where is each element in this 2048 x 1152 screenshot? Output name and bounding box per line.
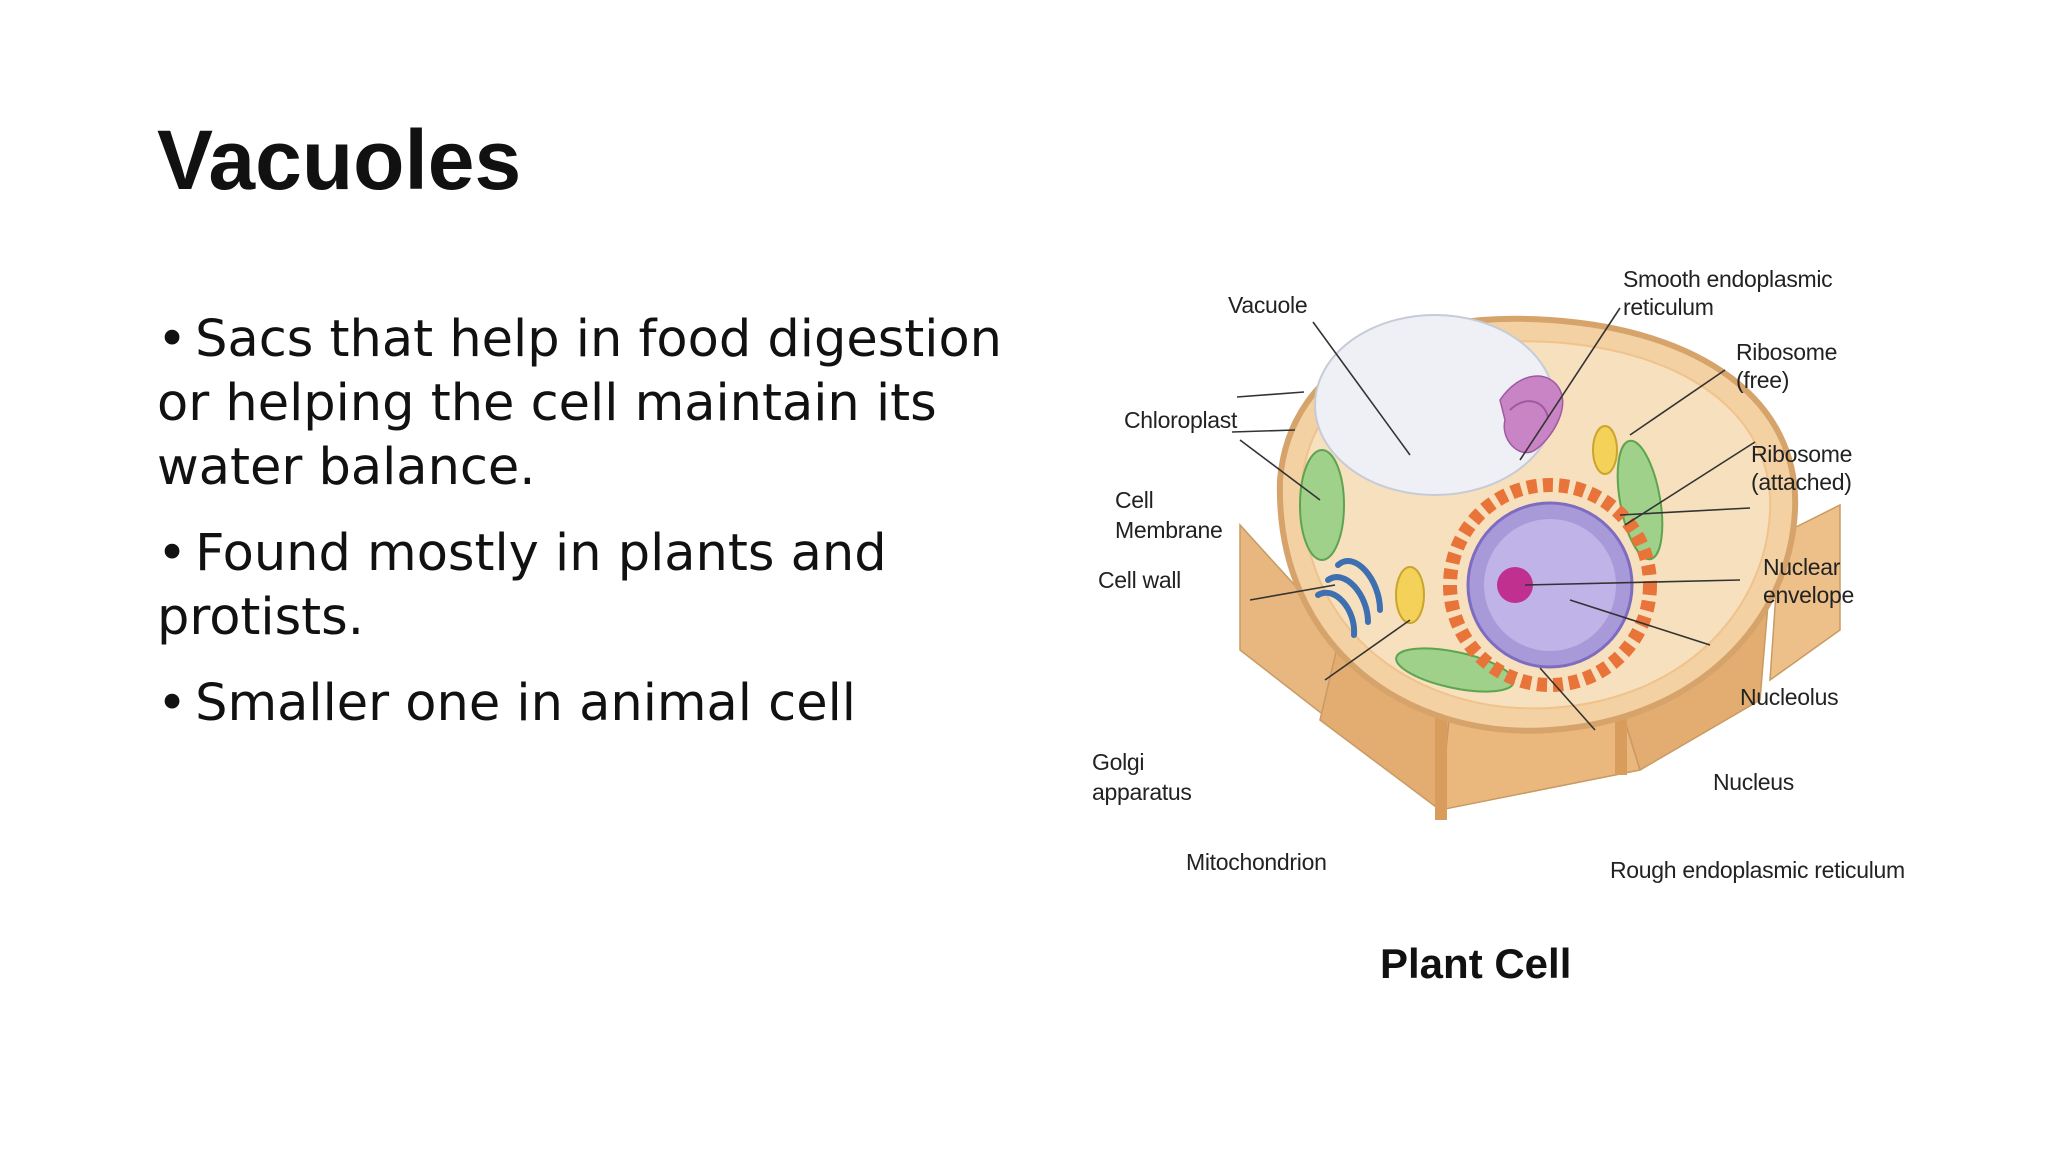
- figure-caption: Plant Cell: [1380, 940, 1571, 987]
- label-cell-membrane: Cell: [1115, 487, 1153, 513]
- label-chloroplast: Chloroplast: [1124, 407, 1238, 433]
- label-nucleolus: Nucleolus: [1740, 684, 1838, 710]
- bullet-text: Smaller one in animal cell: [195, 674, 856, 733]
- label-rough-er: Rough endoplasmic reticulum: [1610, 857, 1905, 883]
- label-ribosome-attached: (attached): [1751, 469, 1852, 495]
- label-golgi-apparatus: Golgi: [1092, 749, 1144, 775]
- bullet-item: •Sacs that help in food digestion or hel…: [157, 308, 1017, 500]
- label-ribosome-attached: Ribosome: [1751, 441, 1852, 467]
- leader-lines: [1231, 307, 1756, 731]
- slide-title: Vacuoles: [157, 113, 522, 207]
- label-cell-membrane: Membrane: [1115, 517, 1223, 543]
- label-ribosome-free: (free): [1736, 367, 1789, 393]
- bullet-dot-icon: •: [157, 310, 188, 369]
- label-nuclear-envelope: Nuclear: [1763, 554, 1841, 580]
- label-ribosome-free: Ribosome: [1736, 339, 1837, 365]
- rough-er-shape: [1443, 478, 1657, 692]
- golgi-shape: [1315, 558, 1383, 638]
- plant-cell-diagram: Vacuole Chloroplast Cell Membrane Cell w…: [1092, 266, 1905, 987]
- label-vacuole: Vacuole: [1228, 292, 1307, 318]
- label-nuclear-envelope: envelope: [1763, 582, 1854, 608]
- bullet-dot-icon: •: [157, 674, 188, 733]
- plant-cell-figure: Vacuole Chloroplast Cell Membrane Cell w…: [1080, 250, 1920, 1020]
- bullet-item: •Smaller one in animal cell: [157, 672, 1017, 736]
- label-golgi-apparatus: apparatus: [1092, 779, 1192, 805]
- bullet-dot-icon: •: [157, 524, 188, 583]
- mitochondrion-shape: [1395, 425, 1618, 624]
- bullet-list: •Sacs that help in food digestion or hel…: [157, 308, 1017, 758]
- label-nucleus: Nucleus: [1713, 769, 1794, 795]
- bullet-text: Sacs that help in food digestion or help…: [157, 310, 1002, 497]
- bullet-text: Found mostly in plants and protists.: [157, 524, 887, 647]
- label-cell-wall: Cell wall: [1098, 567, 1181, 593]
- label-mitochondrion: Mitochondrion: [1186, 849, 1327, 875]
- label-smooth-er: Smooth endoplasmic: [1623, 266, 1832, 292]
- smooth-er-shape: [1499, 375, 1564, 454]
- label-smooth-er: reticulum: [1623, 294, 1714, 320]
- bullet-item: •Found mostly in plants and protists.: [157, 522, 1017, 650]
